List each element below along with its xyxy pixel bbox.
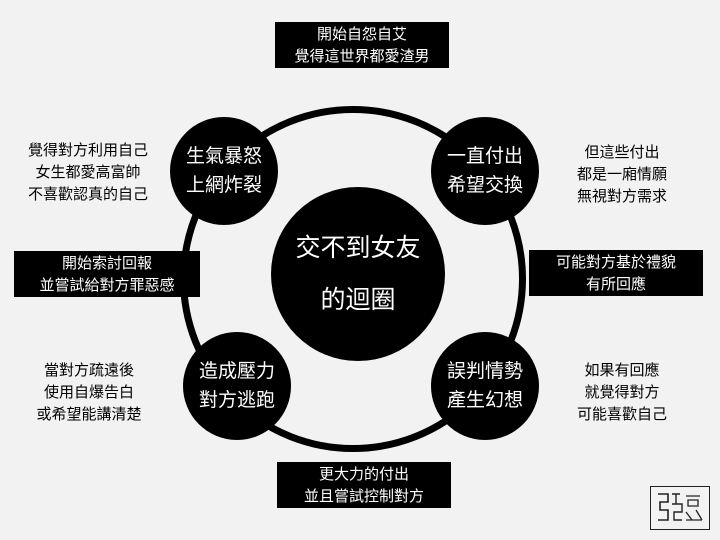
note-line: 都是一廂情願 (576, 165, 667, 183)
note-line: 不喜歡認真的自己 (27, 185, 148, 203)
note-line: 但這些付出 (584, 143, 660, 161)
box-bottom: 更大力的付出 並且嘗試控制對方 (277, 462, 451, 508)
node-misjudge: 誤判情勢 產生幻想 (431, 332, 539, 440)
note-bottom-left: 當對方疏遠後 使用自爆告白 或希望能講清楚 (14, 359, 164, 425)
center-circle: 交不到女友 的迴圈 (271, 187, 445, 361)
center-title-line1: 交不到女友 (295, 233, 421, 262)
node-pressure-escape: 造成壓力 對方逃跑 (183, 332, 291, 440)
note-line: 覺得對方利用自己 (27, 141, 148, 159)
box-line: 開始自怨自艾 (316, 25, 407, 43)
node-line: 誤判情勢 (446, 360, 523, 382)
note-line: 使用自爆告白 (43, 383, 134, 401)
node-line: 希望交換 (446, 174, 523, 196)
note-line: 可能喜歡自己 (576, 405, 667, 423)
box-line: 更大力的付出 (318, 465, 409, 483)
node-line: 生氣暴怒 (185, 145, 262, 167)
center-title-line2: 的迴圈 (320, 285, 396, 314)
node-line: 對方逃跑 (198, 389, 275, 411)
box-line: 並且嘗試控制對方 (303, 487, 424, 505)
note-top-right: 但這些付出 都是一廂情願 無視對方需求 (552, 141, 692, 207)
node-line: 上網炸裂 (185, 174, 262, 196)
note-line: 女生都愛高富帥 (35, 163, 141, 181)
note-bottom-right: 如果有回應 就覺得對方 可能喜歡自己 (552, 359, 692, 425)
note-line: 無視對方需求 (576, 187, 667, 205)
box-line: 有所回應 (585, 275, 646, 293)
box-line: 可能對方基於禮貌 (555, 253, 676, 271)
note-line: 當對方疏遠後 (43, 361, 134, 379)
box-line: 並嘗試給對方罪惡感 (39, 276, 175, 294)
box-right: 可能對方基於禮貌 有所回應 (529, 250, 703, 296)
box-left: 開始索討回報 並嘗試給對方罪惡感 (14, 251, 200, 297)
box-line: 開始索討回報 (61, 254, 152, 272)
node-line: 產生幻想 (446, 389, 523, 411)
artist-seal-logo (650, 486, 710, 530)
seal-glyph-icon (658, 493, 703, 521)
note-line: 或希望能講清楚 (36, 405, 142, 423)
node-line: 造成壓力 (198, 360, 275, 382)
box-line: 覺得這世界都愛渣男 (294, 47, 430, 65)
box-top: 開始自怨自艾 覺得這世界都愛渣男 (275, 22, 449, 68)
note-line: 就覺得對方 (584, 383, 660, 401)
node-keep-giving: 一直付出 希望交換 (431, 117, 539, 225)
note-top-left: 覺得對方利用自己 女生都愛高富帥 不喜歡認真的自己 (10, 139, 166, 205)
node-angry-outburst: 生氣暴怒 上網炸裂 (170, 117, 278, 225)
note-line: 如果有回應 (584, 361, 660, 379)
node-line: 一直付出 (446, 145, 523, 167)
